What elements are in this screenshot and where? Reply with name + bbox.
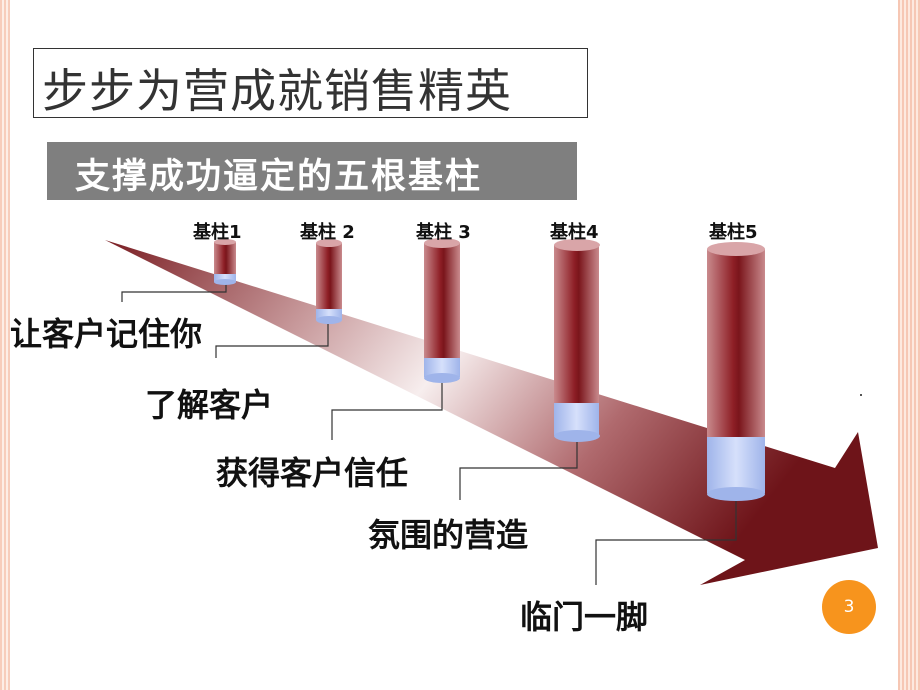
decorative-left-border: [0, 0, 10, 690]
connector-5: [595, 496, 737, 585]
page-number-badge: 3: [822, 580, 876, 634]
pillar-5: [707, 242, 765, 501]
pillar-5-label: 基柱5: [709, 222, 758, 243]
stage-4-label: 氛围的营造: [368, 516, 529, 554]
arrow-shape: [105, 240, 878, 585]
pillar-4: [554, 239, 600, 442]
connector-1: [121, 284, 227, 302]
slide-title: 步步为营成就销售精英: [42, 64, 512, 118]
decorative-dot: [860, 394, 862, 396]
title-box: 步步为营成就销售精英: [33, 48, 588, 118]
connector-4: [459, 438, 578, 500]
connector-lines: [121, 284, 737, 585]
pillar-4-label: 基柱4: [550, 222, 599, 243]
stage-5-label: 临门一脚: [520, 598, 649, 636]
slide-subtitle: 支撑成功逼定的五根基柱: [75, 157, 483, 197]
pillar-3-label: 基柱 3: [416, 222, 471, 243]
connector-3: [331, 380, 443, 440]
stage-2-label: 了解客户: [145, 386, 274, 424]
stage-3-label: 获得客户信任: [216, 454, 409, 492]
connector-2: [215, 322, 329, 358]
decorative-right-border: [898, 0, 920, 690]
pillar-2: [316, 239, 342, 324]
pillar-3: [424, 238, 460, 383]
pillar-1: [214, 239, 236, 285]
pillar-1-label: 基柱1: [193, 222, 242, 243]
subtitle-box: 支撑成功逼定的五根基柱: [47, 142, 577, 200]
stage-1-label: 让客户记住你: [10, 315, 203, 353]
pillar-2-label: 基柱 2: [300, 222, 355, 243]
